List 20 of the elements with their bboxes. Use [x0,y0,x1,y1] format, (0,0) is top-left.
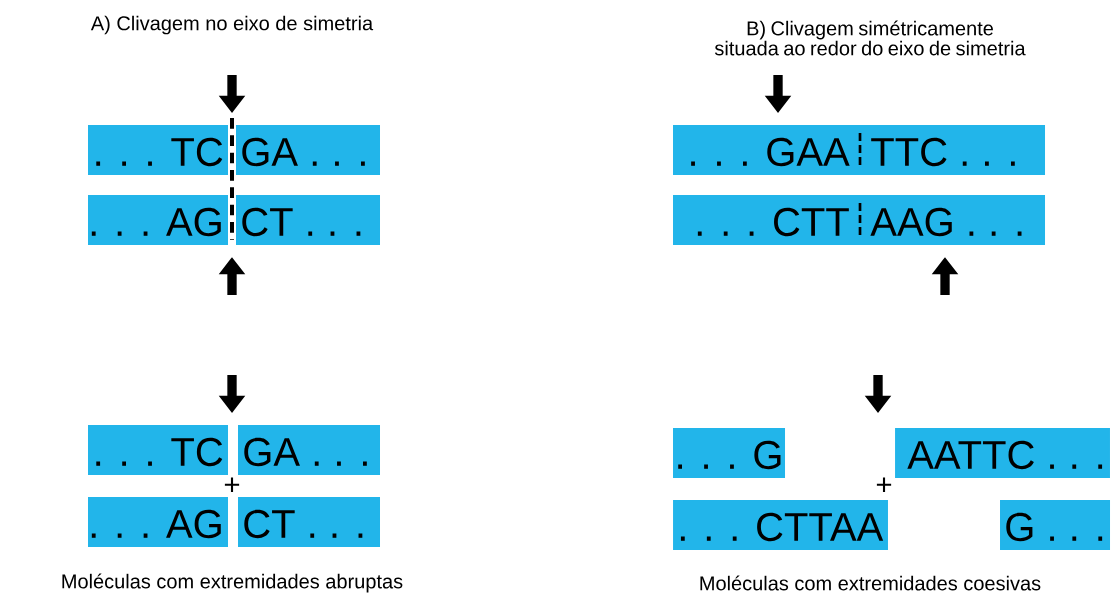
caption: Moléculas com extremidades coesivas [700,575,1041,591]
dna-strand-box: . . . GAA TTC . . . [673,125,1045,175]
dna-strand-box: GA . . . [236,125,380,175]
dna-strand-box: CT . . . [238,497,380,547]
caption: Moléculas com extremidades abruptas [62,573,403,593]
dna-strand-box: . . . CTT AAG . . . [673,195,1045,245]
plus-sign: + [876,477,892,492]
dna-strand-box: . . . AG [88,195,228,245]
panel-title: A) Clivagem no eixo de simetria [90,15,374,35]
dna-strand-box: . . . G [673,428,785,478]
dna-strand-box: G . . . [1000,500,1110,550]
dna-strand-box: AATTC . . . [895,428,1110,478]
panel-title: B) Clivagem simétricamente situada ao redor do eixo de simetria [714,20,1026,56]
dna-strand-box: GA . . . [238,425,380,475]
dna-strand-box: . . . AG [88,497,228,547]
dna-strand-box: CT . . . [236,195,380,245]
dna-strand-box: . . . TC [88,125,228,175]
dna-strand-box: . . . CTTAA [673,500,888,550]
dna-strand-box: . . . TC [88,425,228,475]
plus-sign: + [224,477,240,492]
